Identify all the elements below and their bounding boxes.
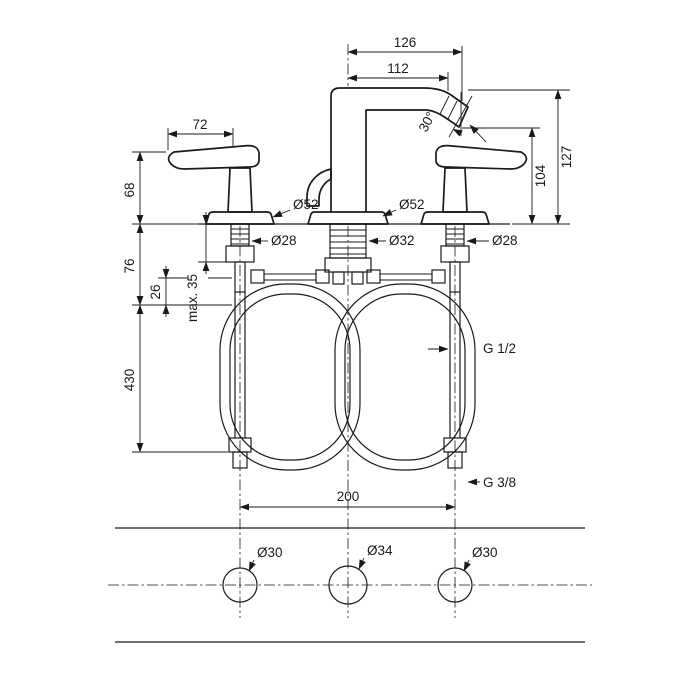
faucet-fixture — [167, 87, 528, 225]
right-shank-threads — [446, 228, 464, 245]
dia-52-left-label: Ø52 — [293, 197, 319, 212]
dia-28-left-label: Ø28 — [271, 233, 297, 248]
right-hose-loop-inner — [344, 293, 466, 461]
callout-dia-28-left: Ø28 — [251, 233, 297, 248]
dia-32-label: Ø32 — [389, 233, 415, 248]
left-hose-loop-inner — [229, 293, 351, 461]
dia-34-label: Ø34 — [367, 543, 393, 558]
left-handle-lever — [167, 144, 260, 170]
leader-arrow — [248, 559, 256, 572]
dimension-126: 126 — [347, 35, 463, 101]
right-handle-lever — [435, 144, 528, 170]
dimension-104: 104 — [462, 127, 548, 225]
center-shank-threads — [330, 229, 366, 255]
right-hose-end-connector — [447, 451, 463, 469]
left-shank-threads — [231, 228, 249, 245]
center-hose-nipple-left — [332, 271, 345, 285]
dimension-max-35: max. 35 — [185, 212, 230, 322]
dimension-430: 430 — [122, 304, 228, 453]
left-escutcheon — [205, 211, 275, 225]
dia-30-right-label: Ø30 — [472, 545, 498, 560]
spout-nose — [306, 168, 332, 207]
dimension-72: 72 — [167, 117, 234, 150]
dimension-26: 26 — [148, 266, 232, 317]
dim-72-label: 72 — [192, 117, 207, 132]
right-hose-loop-outer — [334, 283, 476, 471]
g12-label: G 1/2 — [483, 341, 516, 356]
dimension-112: 112 — [347, 61, 449, 91]
angle-arc — [452, 128, 463, 137]
center-hole — [328, 565, 368, 605]
callout-dia-28-right: Ø28 — [466, 233, 518, 248]
right-shank-tail — [449, 261, 461, 293]
callout-dia-30-right: Ø30 — [463, 545, 498, 572]
dim-26-label: 26 — [148, 284, 163, 299]
aerator-line-2 — [447, 100, 458, 120]
left-supply-hose — [234, 292, 246, 438]
left-link-fitting-inner — [315, 269, 330, 284]
left-link-fitting-outer — [250, 269, 265, 284]
deck-plan-view: Ø30 Ø34 Ø30 — [115, 527, 585, 643]
left-shank-tail — [234, 261, 246, 293]
leader-arrow — [463, 559, 471, 572]
callout-dia-52-left: Ø52 — [272, 197, 319, 218]
g38-label: G 3/8 — [483, 475, 516, 490]
dim-430-label: 430 — [122, 369, 137, 392]
dia-28-right-label: Ø28 — [492, 233, 518, 248]
spout-outline — [330, 87, 469, 213]
dim-112-label: 112 — [387, 61, 409, 76]
dim-126-label: 126 — [394, 35, 417, 50]
dimension-68: 68 — [122, 151, 198, 225]
leader-arrow — [382, 209, 397, 217]
aerator-line-1 — [439, 95, 450, 115]
callout-dia-52-center: Ø52 — [382, 197, 425, 217]
dim-68-label: 68 — [122, 182, 137, 197]
left-hose-loop-outer — [219, 283, 361, 471]
dia-52-center-label: Ø52 — [399, 197, 425, 212]
dia-30-left-label: Ø30 — [257, 545, 283, 560]
leader-arrow — [272, 209, 291, 218]
right-escutcheon — [420, 211, 490, 225]
center-shank-nut — [324, 257, 372, 273]
left-link-tube — [264, 273, 316, 281]
right-link-fitting-outer — [431, 269, 446, 284]
dim-127-label: 127 — [559, 146, 574, 169]
max-35-label: max. 35 — [185, 274, 200, 322]
callout-g38: G 3/8 — [467, 475, 516, 490]
right-hole — [437, 567, 473, 603]
dim-104-label: 104 — [533, 164, 548, 187]
callout-g12: G 1/2 — [428, 341, 516, 356]
left-hose-end-connector — [232, 451, 248, 469]
dim-200-label: 200 — [337, 489, 360, 504]
callout-dia-34-center: Ø34 — [358, 543, 393, 570]
leader-arrow — [358, 557, 366, 570]
right-link-tube — [380, 273, 432, 281]
right-link-fitting-inner — [366, 269, 381, 284]
dimension-127: 127 — [468, 89, 574, 225]
dimension-200: 200 — [239, 489, 456, 511]
callout-dia-32-center: Ø32 — [368, 233, 415, 248]
center-hose-nipple-right — [351, 271, 364, 285]
dimension-76: 76 — [122, 223, 232, 306]
right-supply-hose — [449, 292, 461, 438]
callout-dia-30-left: Ø30 — [248, 545, 283, 572]
under-counter-assembly — [219, 223, 476, 471]
left-hole — [222, 567, 258, 603]
dim-76-label: 76 — [122, 258, 137, 273]
